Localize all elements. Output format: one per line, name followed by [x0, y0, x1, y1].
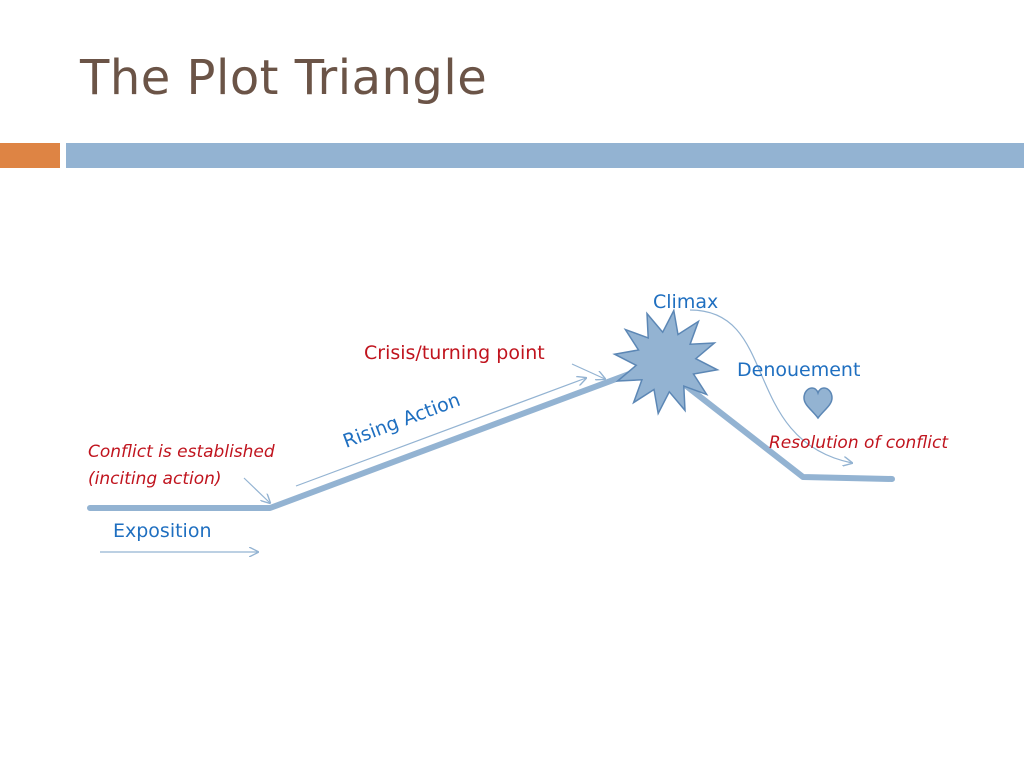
conflict-label-line1: Conflict is established: [88, 442, 275, 462]
accent-bar-blue: [66, 143, 1024, 168]
accent-bar-orange: [0, 143, 60, 168]
page-title: The Plot Triangle: [80, 50, 488, 106]
plot-line-falling: [682, 382, 895, 482]
inciting-action-arrow: [243, 477, 270, 503]
crisis-arrow: [571, 363, 605, 379]
conflict-label-line2: (inciting action): [88, 469, 222, 489]
heart-icon: [803, 387, 833, 420]
starburst-icon: [612, 308, 720, 416]
denouement-arrow: [689, 309, 852, 463]
rising-action-arrow: [295, 378, 586, 487]
plot-line: [87, 367, 643, 511]
crisis-label: Crisis/turning point: [364, 342, 545, 364]
climax-label: Climax: [653, 291, 718, 313]
exposition-label: Exposition: [113, 520, 212, 542]
resolution-label: Resolution of conflict: [769, 433, 949, 453]
denouement-label: Denouement: [737, 359, 860, 381]
